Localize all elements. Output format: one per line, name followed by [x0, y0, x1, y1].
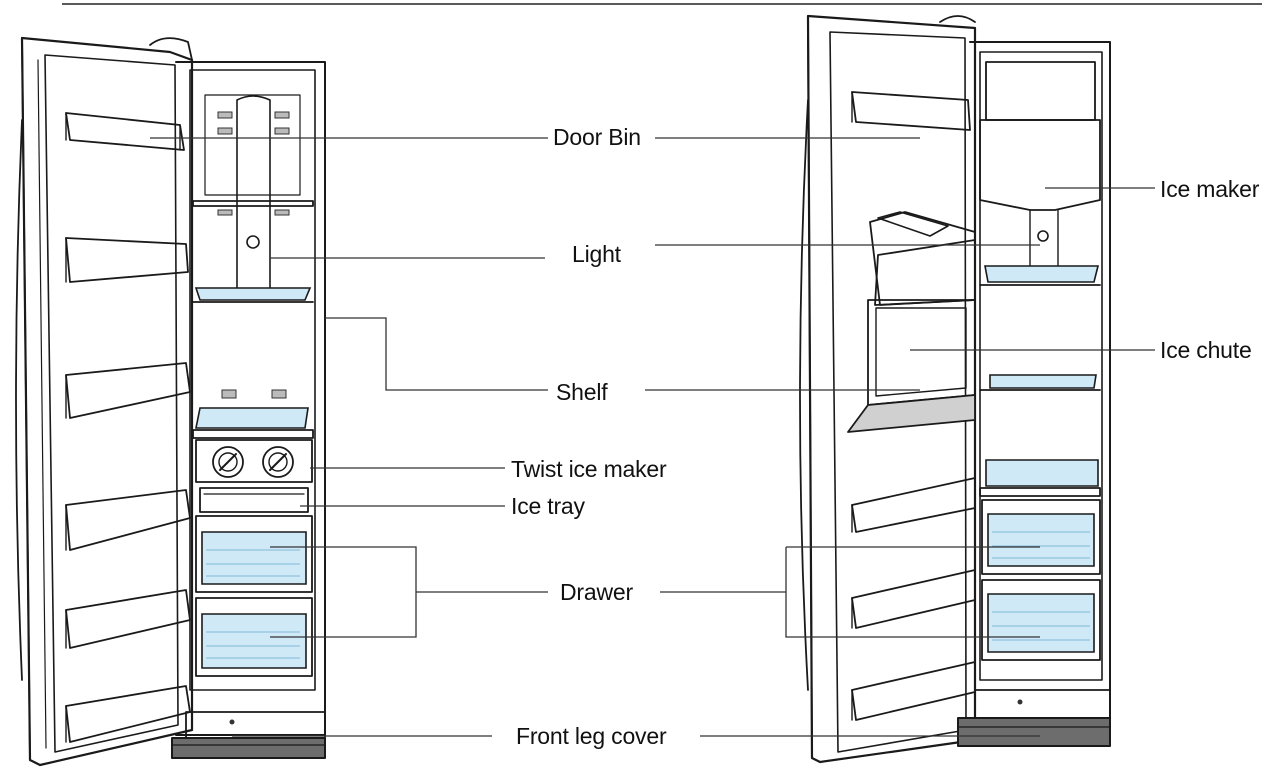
label-drawer: Drawer [560, 579, 633, 605]
left-refrigerator [15, 36, 326, 767]
label-front-leg-cover: Front leg cover [516, 723, 667, 749]
label-ice-maker: Ice maker [1160, 176, 1260, 202]
label-ice-chute: Ice chute [1160, 337, 1252, 363]
leader-lines [150, 137, 1155, 737]
label-door-bin: Door Bin [553, 124, 641, 150]
left-door-bins [65, 112, 191, 743]
label-shelf: Shelf [556, 379, 608, 405]
leader-shelf-left [325, 317, 548, 391]
label-ice-tray: Ice tray [511, 493, 585, 519]
leader-drawer-right [660, 546, 1040, 638]
label-twist-ice-maker: Twist ice maker [511, 456, 667, 482]
right-refrigerator [799, 14, 1111, 764]
leader-drawer-left [270, 546, 548, 638]
label-light: Light [572, 241, 621, 267]
